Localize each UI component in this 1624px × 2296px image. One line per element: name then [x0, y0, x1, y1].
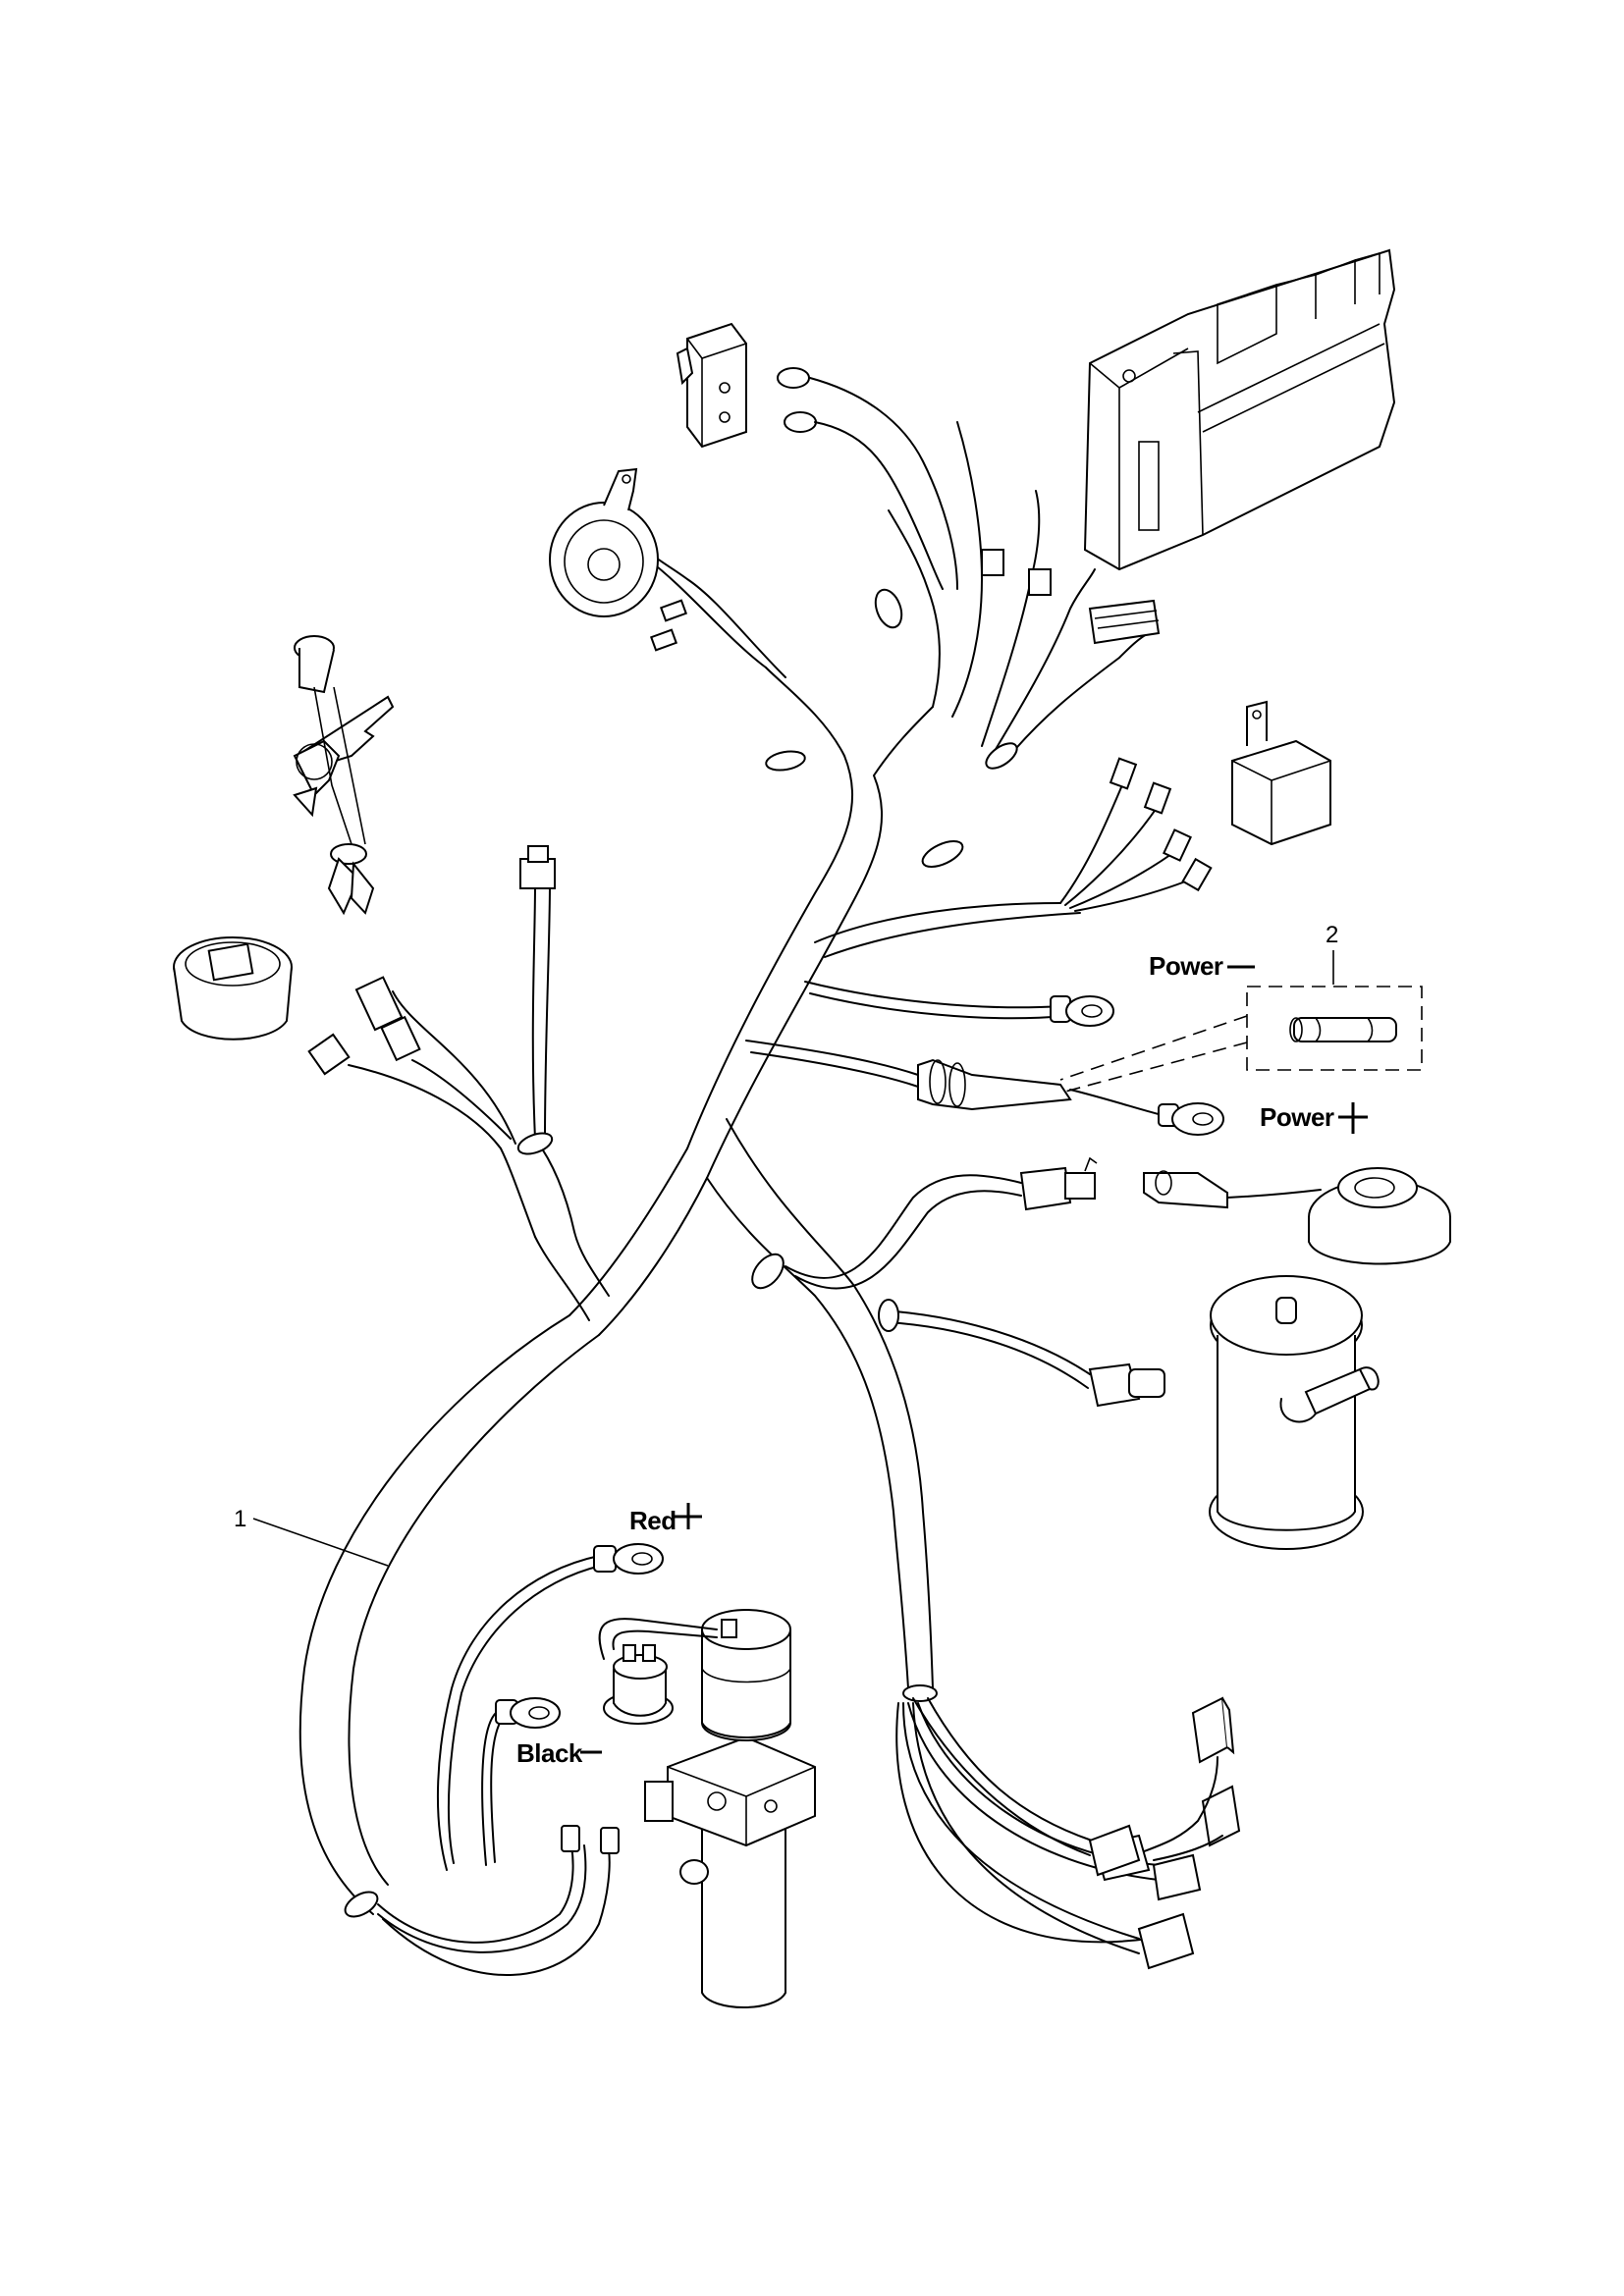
key-switch — [293, 635, 395, 916]
blade-connectors — [1109, 757, 1213, 892]
ring-terminal-black-negative — [481, 1697, 561, 1866]
brake-connector-harness — [1019, 1156, 1098, 1211]
microswitch — [676, 322, 747, 449]
electromagnetic-brake — [1143, 1167, 1451, 1265]
drive-motor — [1209, 1275, 1380, 1550]
black-negative-text: Black — [516, 1738, 583, 1768]
power-positive-text: Power — [1260, 1102, 1334, 1132]
callout-number-1: 1 — [234, 1506, 246, 1532]
horn — [549, 467, 688, 652]
fuse-holder — [917, 1058, 1224, 1136]
power-negative-text: Power — [1149, 951, 1223, 981]
harness-right-branches — [745, 779, 1194, 1954]
motor-connector-harness — [1088, 1362, 1165, 1408]
lower-right-connectors — [1088, 1824, 1202, 1970]
harness-left-branch — [348, 882, 575, 1238]
controller — [1083, 248, 1396, 571]
label-power-positive: Power — [1260, 1102, 1368, 1134]
bottom-blade-connectors — [377, 1825, 620, 1976]
label-power-negative: Power — [1149, 951, 1255, 981]
ring-terminals-microswitch — [777, 367, 958, 629]
hour-meter — [173, 936, 293, 1041]
ring-terminal-power-negative — [1050, 995, 1114, 1027]
wiring-harness — [298, 667, 934, 1918]
label-black-negative: Black — [516, 1738, 602, 1768]
harness-upper-branches — [588, 421, 1150, 868]
ring-terminal-red-positive — [436, 1543, 664, 1871]
callout-1: 1 — [234, 1506, 389, 1567]
relay — [1231, 700, 1331, 846]
connectors-left — [307, 845, 556, 1076]
label-red-positive: Red — [629, 1503, 702, 1535]
controller-connectors — [981, 549, 1161, 645]
callout-number-2: 2 — [1326, 922, 1338, 948]
pump-motor-assembly — [598, 1609, 816, 2008]
fuse-detail: 2 — [1059, 922, 1423, 1093]
red-positive-text: Red — [629, 1506, 677, 1535]
